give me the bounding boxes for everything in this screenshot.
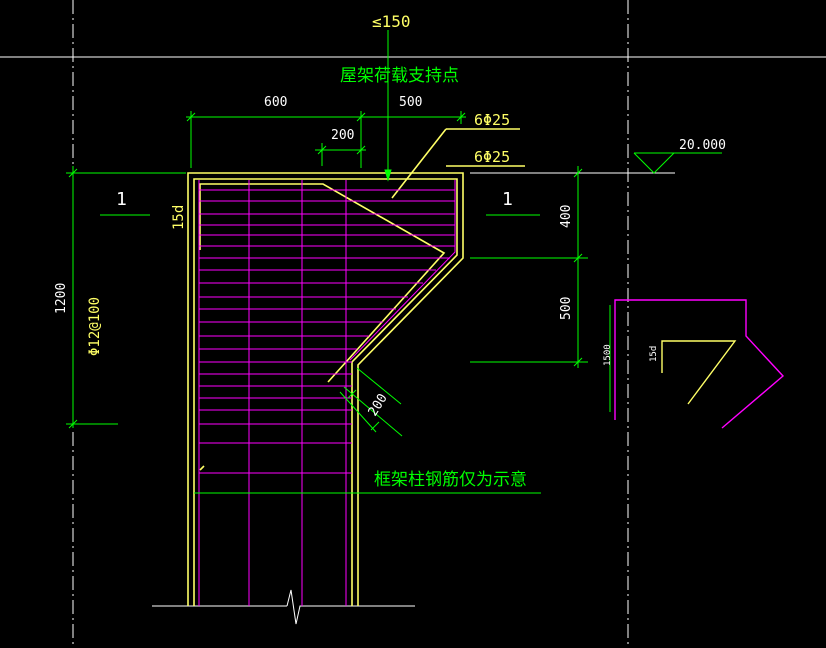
dim-chamfer-label: 200: [366, 391, 391, 419]
section-mark-right: 1: [502, 189, 513, 210]
column-bar-tick: [199, 465, 205, 471]
stirrup-spec-label: Φ12@100: [87, 297, 103, 356]
detail-anchor-label: 15d: [649, 346, 659, 362]
dim-tick: [68, 168, 78, 178]
dim-400-label: 400: [559, 205, 574, 228]
elevation-triangle: [633, 152, 676, 174]
dim-500-label: 500: [399, 95, 422, 110]
dim-tick: [456, 112, 466, 122]
anchor-length-label: 15d: [171, 205, 187, 230]
dim-line-chamfer: [343, 386, 403, 437]
elevation-label: 20.000: [679, 138, 726, 153]
text-annotations: ≤150 屋架荷载支持点 600 500 200 6Φ25 6Φ25 20.00…: [54, 12, 726, 490]
dim-tick: [186, 112, 196, 122]
dim-tick: [68, 419, 78, 429]
detail-rebar-magenta: [614, 299, 785, 429]
top-bars-label-1: 6Φ25: [474, 111, 510, 129]
dim-tick: [347, 389, 357, 399]
max-spacing-label: ≤150: [372, 12, 411, 31]
dim-tick: [370, 421, 380, 431]
support-arrowhead: [384, 169, 392, 182]
dim-tick: [317, 145, 327, 155]
detail-sketch: [609, 299, 785, 429]
support-point-label: 屋架荷载支持点: [340, 66, 459, 86]
dim-1200-label: 1200: [54, 283, 69, 314]
column-note-label: 框架柱钢筋仅为示意: [374, 470, 527, 490]
break-line: [286, 589, 415, 625]
rebar-grid: [198, 180, 456, 606]
corbel-outline-outer: [187, 172, 464, 606]
corbel-top-bar-bent: [199, 183, 446, 383]
section-mark-left: 1: [116, 189, 127, 210]
dim-200-label: 200: [331, 128, 354, 143]
dim-tick: [356, 112, 366, 122]
detail-dim-label: 1500: [603, 344, 613, 366]
dim-ext: [339, 391, 377, 433]
dim-tick: [573, 357, 583, 367]
concrete-outline: [187, 128, 525, 606]
dimension-lines: [66, 30, 722, 494]
dim-tick: [573, 168, 583, 178]
top-bars-label-2: 6Φ25: [474, 148, 510, 166]
dim-ext: [356, 367, 402, 405]
rebar-corbel-edge: [349, 180, 456, 361]
detail-rebar-yellow: [661, 340, 737, 405]
dim-tick: [573, 253, 583, 263]
corbel-outline-inner: [193, 178, 458, 606]
dim-600-label: 600: [264, 95, 287, 110]
support-leader-line: [391, 128, 447, 199]
dim-tick: [356, 145, 366, 155]
dim-500v-label: 500: [559, 297, 574, 320]
